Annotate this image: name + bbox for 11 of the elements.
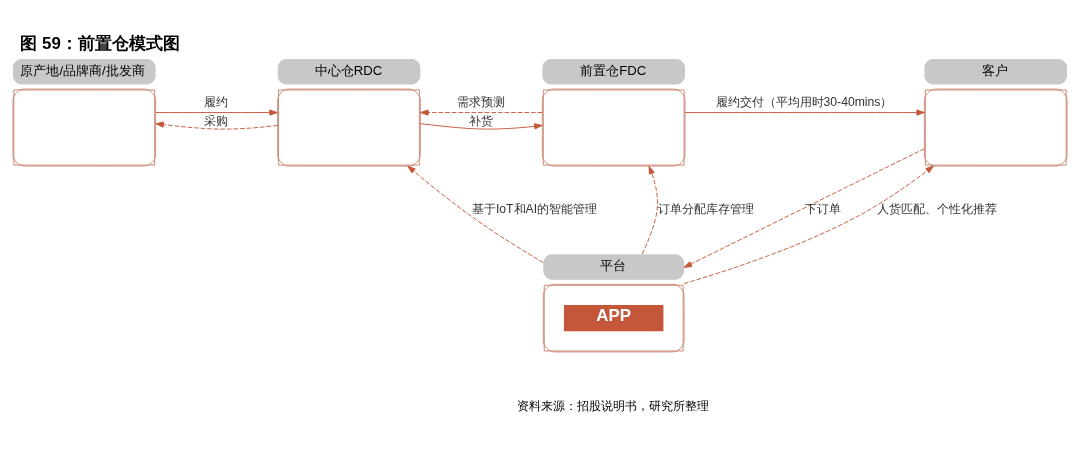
edge-label: 采购 [204,113,229,128]
edge-label: 人货匹配、个性化推荐 [877,201,998,216]
edge-label: 基于IoT和AI的智能管理 [471,201,598,216]
edge-label: 订单分配库存管理 [657,201,754,216]
edge-label: 履约交付（平均用时30-40mins） [715,94,893,109]
edge-label: 补货 [469,113,494,128]
caption: 资料来源：招股说明书，研究所整理 [517,398,710,413]
diagram-title: 图 59：前置仓模式图 [20,33,180,53]
edge-label: 需求预测 [456,94,505,109]
edge-label: 下订单 [805,201,842,216]
edge-label: 履约 [204,94,229,109]
